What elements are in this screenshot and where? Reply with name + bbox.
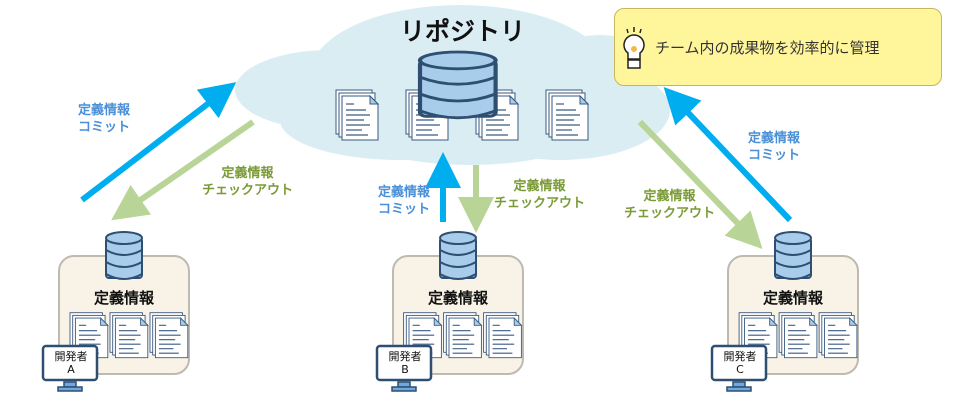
right-checkout-label: 定義情報チェックアウト (624, 189, 716, 221)
tip-text: チーム内の成果物を効率的に管理 (655, 39, 880, 57)
mid-commit-label: 定義情報コミット (378, 185, 431, 217)
local-database-icon (105, 231, 143, 280)
local-database-icon (774, 231, 812, 280)
local-database-icon (439, 231, 477, 280)
left-commit-arrow (80, 82, 237, 203)
workspace-label: 定義情報 (762, 289, 823, 307)
workspace-label: 定義情報 (427, 289, 488, 307)
left-checkout-arrow (111, 119, 255, 221)
left-checkout-label: 定義情報チェックアウト (202, 166, 294, 198)
left-commit-label: 定義情報コミット (78, 103, 131, 135)
mid-checkout-label: 定義情報チェックアウト (494, 179, 586, 211)
lightbulb-icon (623, 27, 645, 69)
right-commit-arrow (663, 86, 793, 223)
tip-callout: チーム内の成果物を効率的に管理 (614, 8, 942, 86)
monitor-icon (41, 344, 768, 382)
right-commit-label: 定義情報コミット (748, 131, 801, 163)
right-checkout-arrow (637, 119, 763, 249)
repository-title: リポジトリ (400, 17, 526, 46)
workspace-label: 定義情報 (93, 289, 154, 307)
